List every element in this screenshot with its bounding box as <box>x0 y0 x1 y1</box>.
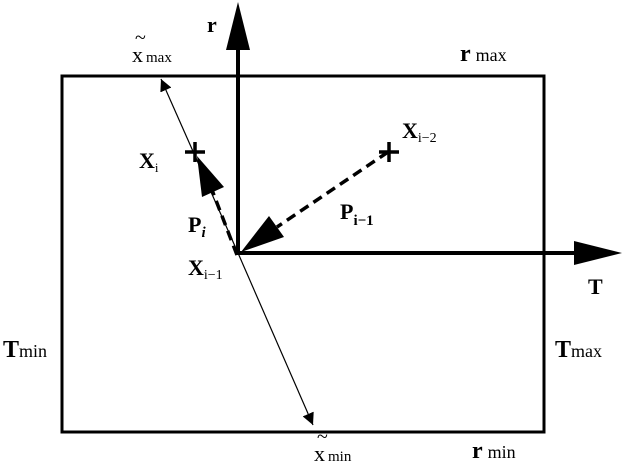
x-tilde-max-accent: ~ <box>135 27 146 49</box>
x-tilde-min-accent: ~ <box>317 426 328 448</box>
point-x-i-2-marker <box>379 142 399 162</box>
point-x-i-2-label: Xi−2 <box>402 118 437 146</box>
vector-p-i-1-label: Pi−1 <box>340 199 374 229</box>
t-axis-label: T <box>588 274 603 299</box>
point-x-i-1-label: Xi−1 <box>188 255 223 283</box>
vector-p-i-1-arrowhead <box>241 216 284 252</box>
t-min-label: Tmin <box>3 337 47 363</box>
r-axis-arrowhead <box>226 2 250 50</box>
r-axis-label: r <box>207 12 217 37</box>
point-x-i-label: Xi <box>139 148 159 175</box>
vector-p-i-line <box>210 189 239 256</box>
point-x-i-marker <box>185 142 205 162</box>
search-line-lower <box>237 252 314 426</box>
t-axis-arrowhead <box>574 241 622 265</box>
vector-p-i-1-line <box>276 150 389 229</box>
vector-p-i-arrowhead <box>197 156 224 197</box>
vector-p-i-label: Pi <box>188 212 206 241</box>
t-max-label: Tmax <box>555 337 602 363</box>
